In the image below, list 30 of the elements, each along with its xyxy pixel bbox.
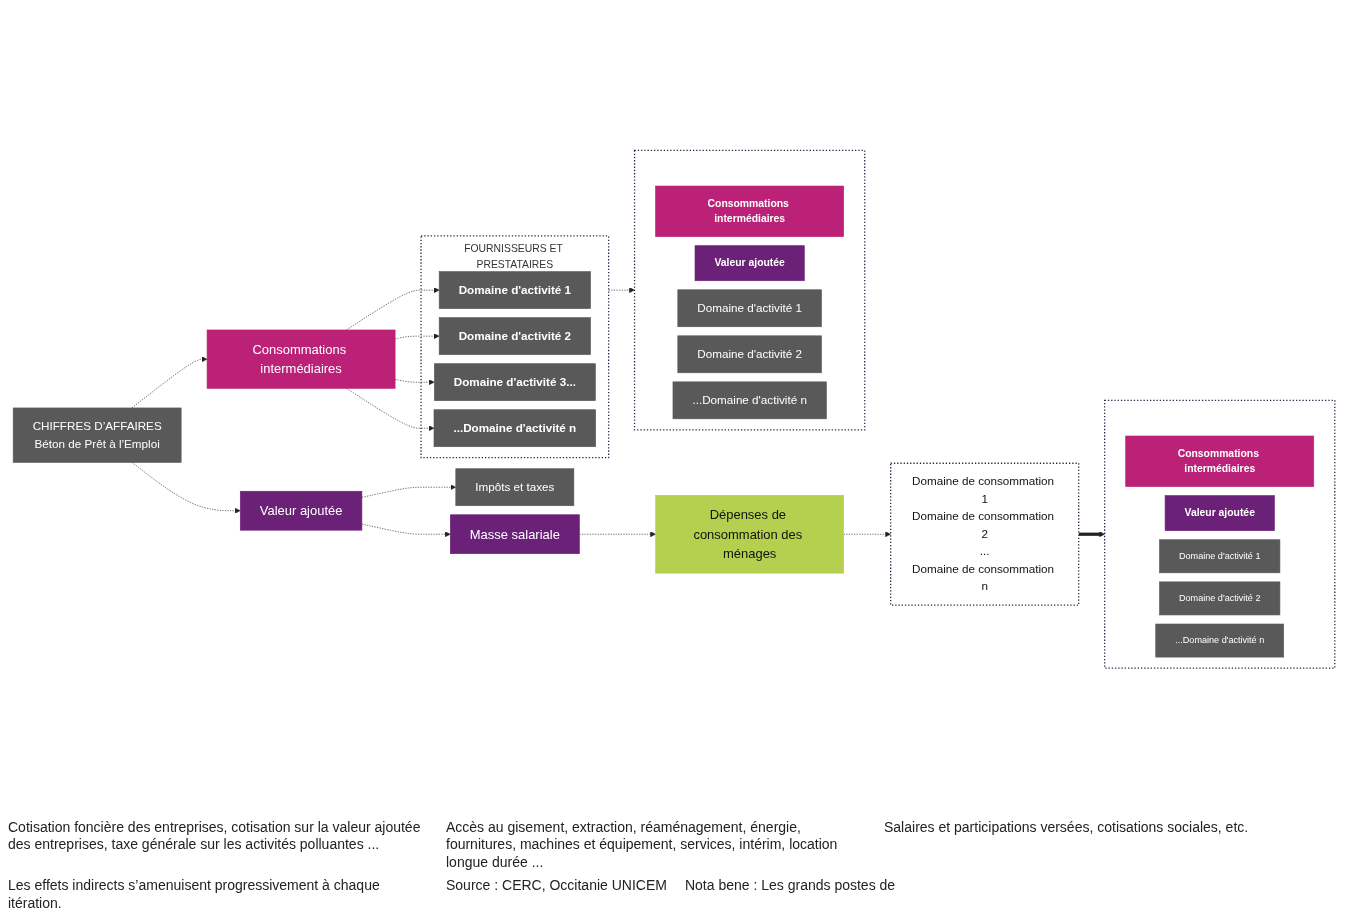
arrow [1078, 531, 1105, 538]
node-box: Impôts et taxes [455, 468, 575, 507]
note-text: Salaires et participations versées, cotisations sociales, etc. [884, 818, 1249, 837]
node-box: Consommations intermédiaires [206, 329, 396, 389]
node-box: CHIFFRES D’AFFAIRES Béton de Prêt à l’Emploi [12, 407, 182, 463]
node-box: Consommations intermédiaires [1125, 435, 1315, 487]
node-box: Domaine d'activité 1 [677, 289, 822, 328]
node-box: Domaine d'activité 2 [677, 335, 822, 374]
note-text: Source : CERC, Occitanie UNICEM [446, 877, 667, 895]
node-box: Domaine d'activité 2 [1159, 581, 1281, 616]
node-box: Domaine d'activité 3... [434, 363, 596, 401]
node-box: Consommations intermédiaires [655, 185, 844, 237]
node-box: Domaine de consommation 1 Domaine de consommation 2 ... Domaine de consommation n [890, 462, 1080, 606]
node-box: ...Domaine d'activité n [672, 381, 827, 420]
node-box: Valeur ajoutée [239, 490, 363, 531]
cluster [1104, 399, 1336, 669]
note-text: Les effets indirects s’amenuisent progressivement à chaque itération. [8, 877, 381, 912]
node-box: ...Domaine d'activité n [1155, 623, 1284, 658]
node-box: Valeur ajoutée [694, 245, 805, 282]
node-box: Domaine d'activité 1 [1159, 539, 1281, 574]
node-box: Valeur ajoutée [1164, 495, 1275, 531]
node-box: Masse salariale [450, 514, 580, 554]
note-text: Accès au gisement, extraction, réaménagement, énergie, fournitures, machines et équipement, services, intérim, location longue durée ... [446, 818, 839, 871]
node-box: Domaine d'activité 2 [438, 317, 591, 355]
node-box: Domaine d'activité 1 [438, 271, 591, 309]
note-text: Nota bene : Les grands postes de [684, 877, 896, 895]
node-box: ...Domaine d'activité n [433, 409, 596, 447]
node-box: Dépenses de consommation des ménages [655, 495, 844, 574]
note-text: Cotisation foncière des entreprises, cotisation sur la valeur ajoutée des entreprises, taxe générale sur les activités polluantes ... [8, 818, 422, 854]
cluster [633, 149, 866, 431]
